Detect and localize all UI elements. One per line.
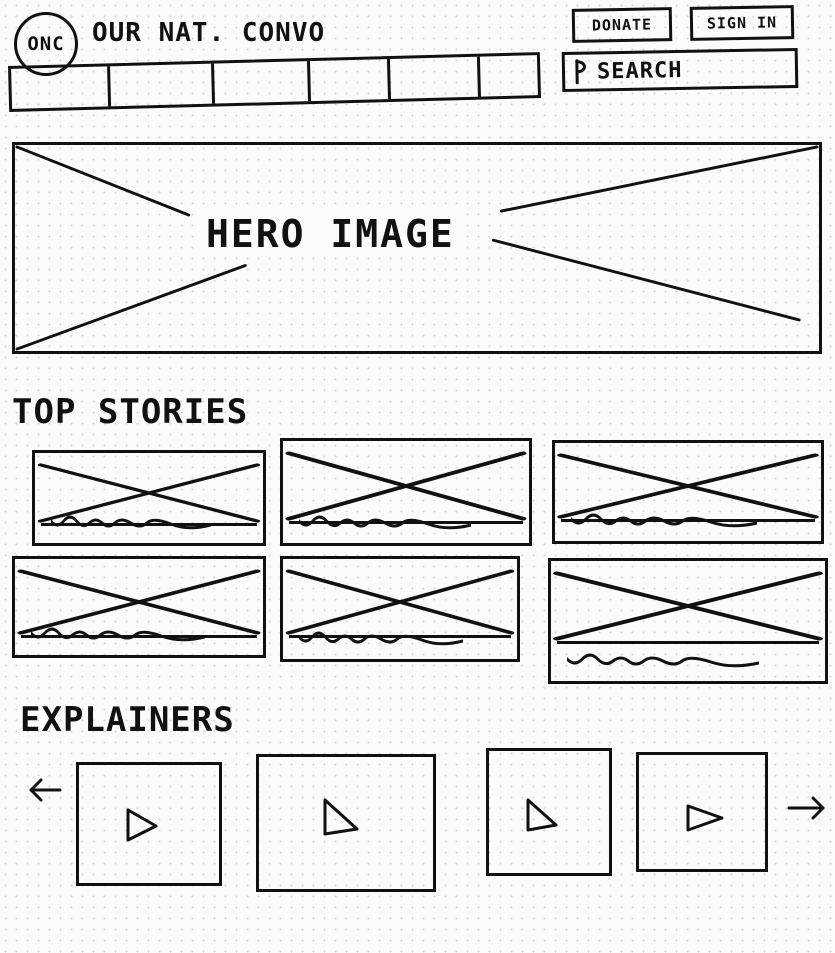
hero-image[interactable] — [12, 142, 822, 354]
explainer-video-4[interactable] — [636, 752, 768, 872]
story-card-3[interactable] — [552, 440, 824, 544]
explainer-video-2[interactable] — [256, 754, 436, 892]
story-card-text — [567, 653, 759, 668]
signin-button-label: SIGN IN — [706, 13, 778, 33]
arrow-left-icon — [29, 778, 62, 802]
signin-button[interactable]: SIGN IN — [689, 5, 795, 41]
play-icon — [526, 798, 558, 832]
explainer-video-3[interactable] — [486, 748, 612, 876]
play-icon — [323, 798, 359, 836]
story-card-text — [299, 631, 463, 646]
story-card-text — [299, 515, 472, 530]
story-card-image — [17, 569, 261, 638]
story-card-text — [571, 513, 758, 528]
play-icon — [686, 804, 724, 832]
story-card-image — [285, 569, 515, 638]
donate-button[interactable]: DONATE — [571, 7, 673, 43]
story-card-2[interactable] — [280, 438, 532, 546]
search-input[interactable]: SEARCH — [561, 47, 799, 93]
donate-button-label: DONATE — [591, 15, 653, 35]
nav-item-1[interactable] — [11, 66, 108, 108]
carousel-prev-button[interactable] — [28, 776, 62, 811]
nav-item-6[interactable] — [476, 55, 541, 97]
story-card-4[interactable] — [12, 556, 266, 658]
story-card-image — [553, 571, 823, 644]
play-icon — [126, 808, 158, 842]
story-card-1[interactable] — [32, 450, 266, 546]
search-icon — [575, 59, 586, 85]
hero-placeholder-cross — [15, 145, 819, 351]
arrow-right-icon — [787, 796, 825, 820]
site-logo[interactable]: ONC — [14, 12, 78, 76]
nav-item-5[interactable] — [386, 56, 481, 100]
explainers-title: EXPLAINERS — [20, 700, 235, 740]
search-placeholder: SEARCH — [596, 57, 683, 84]
explainer-video-1[interactable] — [76, 762, 222, 886]
nav-item-2[interactable] — [107, 63, 216, 107]
story-card-image — [557, 453, 819, 522]
story-card-text — [31, 627, 205, 642]
story-card-6[interactable] — [548, 558, 828, 684]
nav-bar — [8, 52, 542, 112]
site-name: OUR NAT. CONVO — [92, 18, 326, 48]
hero-label: HERO IMAGE — [200, 212, 461, 256]
carousel-next-button[interactable] — [786, 794, 826, 829]
story-card-text — [51, 515, 211, 530]
top-stories-title: TOP STORIES — [12, 392, 249, 432]
story-card-image — [37, 463, 261, 526]
story-card-5[interactable] — [280, 556, 520, 662]
nav-item-4[interactable] — [306, 58, 391, 102]
story-card-image — [285, 451, 527, 524]
logo-text: ONC — [27, 33, 65, 55]
nav-item-3[interactable] — [211, 61, 312, 104]
